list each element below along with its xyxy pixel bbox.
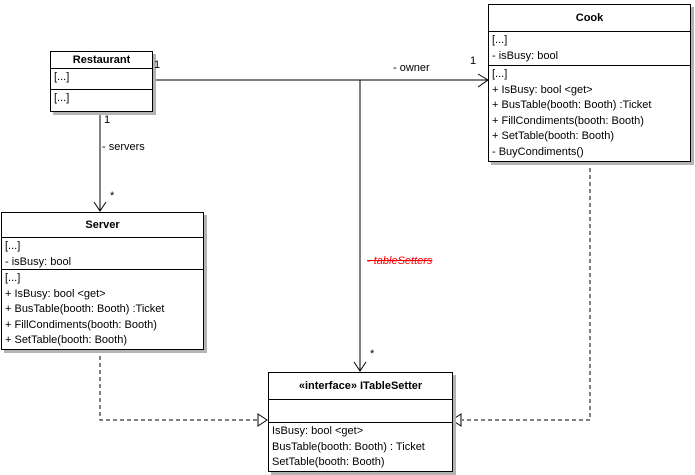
servers-association-label: - servers <box>102 141 145 153</box>
member-row: SetTable(booth: Booth) <box>272 456 385 468</box>
cook-attributes-compartment: [...] - isBusy: bool <box>489 32 690 66</box>
member-row: + IsBusy: bool <get> <box>5 287 106 300</box>
tablesetters-target-multiplicity: * <box>370 348 375 360</box>
server-realization-line <box>99 349 258 421</box>
member-row: [...] <box>492 34 508 46</box>
member-row: [...] <box>492 68 508 80</box>
owner-target-multiplicity: 1 <box>470 55 477 67</box>
server-operations-compartment: [...] + IsBusy: bool <get> + BusTable(bo… <box>2 270 203 348</box>
class-box-itablesetter[interactable]: «interface» ITableSetter IsBusy: bool <g… <box>268 372 453 472</box>
itablesetter-operations-compartment: IsBusy: bool <get> BusTable(booth: Booth… <box>269 423 452 470</box>
member-row: + IsBusy: bool <get> <box>492 83 593 96</box>
member-row: [...] <box>54 71 70 83</box>
cook-realization-triangle-icon <box>451 413 462 427</box>
member-row: + BusTable(booth: Booth) :Ticket <box>5 303 165 315</box>
class-title-restaurant: Restaurant <box>51 52 152 69</box>
member-row: [...] <box>5 240 21 252</box>
member-row: + SetTable(booth: Booth) <box>492 130 614 142</box>
tablesetters-association-label-removed: - tableSetters <box>367 255 433 267</box>
tablesetters-open-arrowhead-icon <box>353 361 367 372</box>
class-title-cook: Cook <box>489 5 690 32</box>
member-row: [...] <box>54 92 70 104</box>
class-box-cook[interactable]: Cook [...] - isBusy: bool [...] + IsBusy… <box>488 4 691 162</box>
member-row: - isBusy: bool <box>492 49 559 62</box>
member-row: - BuyCondiments() <box>492 145 584 158</box>
class-box-server[interactable]: Server [...] - isBusy: bool [...] + IsBu… <box>1 212 204 350</box>
itablesetter-attributes-compartment <box>269 400 452 423</box>
member-row: + FillCondiments(booth: Booth) <box>492 114 644 127</box>
member-row: [...] <box>5 272 21 284</box>
member-row: IsBusy: bool <get> <box>272 425 364 437</box>
cook-realization-line <box>462 161 591 421</box>
servers-target-multiplicity: * <box>110 190 115 202</box>
member-row: + FillCondiments(booth: Booth) <box>5 318 157 331</box>
owner-association-label: - owner <box>393 62 430 74</box>
servers-source-multiplicity: 1 <box>104 114 111 126</box>
member-row: + SetTable(booth: Booth) <box>5 334 127 346</box>
restaurant-attributes-compartment: [...] <box>51 69 152 90</box>
server-attributes-compartment: [...] - isBusy: bool <box>2 238 203 270</box>
class-box-restaurant[interactable]: Restaurant [...] [...] <box>50 51 153 112</box>
restaurant-operations-compartment: [...] <box>51 90 152 110</box>
servers-open-arrowhead-icon <box>93 201 107 212</box>
member-row: + BusTable(booth: Booth) :Ticket <box>492 99 652 111</box>
cook-operations-compartment: [...] + IsBusy: bool <get> + BusTable(bo… <box>489 66 690 160</box>
member-row: - isBusy: bool <box>5 255 72 268</box>
owner-source-multiplicity: 1 <box>154 59 161 71</box>
server-realization-triangle-icon <box>257 413 268 427</box>
member-row: BusTable(booth: Booth) : Ticket <box>272 440 425 453</box>
class-title-itablesetter: «interface» ITableSetter <box>269 373 452 400</box>
class-title-server: Server <box>2 213 203 238</box>
